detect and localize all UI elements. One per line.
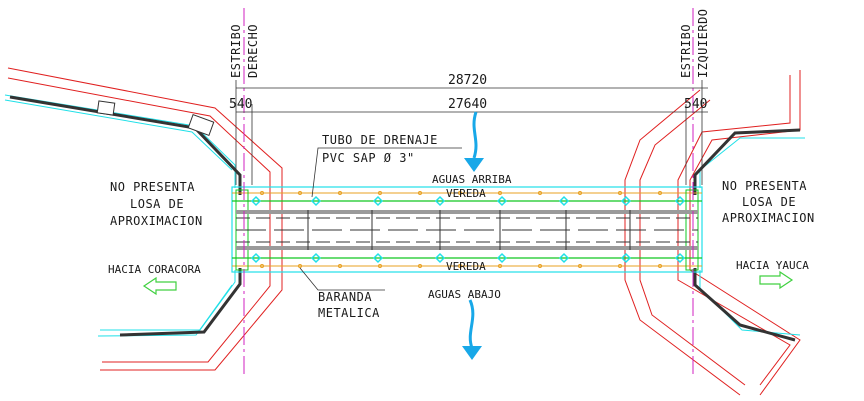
leader-lines (299, 147, 462, 291)
downstream-arrow-icon (462, 299, 482, 360)
right-note-line-3: APROXIMACION (722, 211, 815, 225)
right-approach-red-outer (689, 70, 801, 396)
bridge-deck (231, 186, 703, 273)
dim-right-offset: 540 (684, 97, 707, 112)
left-drain-block-1 (96, 100, 116, 116)
drain-label-1: TUBO DE DRENAJE (322, 133, 438, 147)
right-wingwall-bottom (693, 268, 796, 342)
dimension-lines (235, 80, 708, 185)
left-road-edge-bottom (100, 270, 236, 331)
dim-left-offset: 540 (229, 97, 252, 112)
railing-label-1: BARANDA (318, 290, 372, 304)
right-direction-label: HACIA YAUCA (736, 259, 809, 272)
right-abutment-label-2: IZQUIERDO (696, 8, 710, 78)
right-road-edge-top (699, 137, 805, 188)
right-wingwall-top (693, 128, 801, 195)
diaphragms (307, 210, 631, 250)
deck-outline-cyan (231, 186, 703, 273)
railing-label-2: METALICA (318, 306, 380, 320)
sidewalk-bottom-label: VEREDA (446, 260, 486, 273)
left-abutment-label-1: ESTRIBO (229, 24, 243, 78)
drain-label-2: PVC SAP Ø 3" (322, 151, 415, 165)
left-wingwall-bottom (119, 268, 242, 337)
right-approach-red-inner (677, 75, 791, 386)
dim-span: 27640 (448, 97, 487, 112)
left-approach (4, 67, 283, 371)
left-note-line-3: APROXIMACION (110, 214, 203, 228)
left-drain-block-2 (187, 114, 215, 136)
upstream-arrow-icon (464, 111, 484, 172)
railing-circles (260, 191, 662, 268)
right-note-line-1: NO PRESENTA (722, 179, 807, 193)
dim-total: 28720 (448, 73, 487, 88)
left-road-edge-bottom-2 (97, 284, 233, 337)
right-direction-arrow-icon (759, 270, 794, 290)
left-direction-label: HACIA CORACORA (108, 263, 201, 276)
left-note-line-1: NO PRESENTA (110, 180, 195, 194)
sidewalk-top-label: VEREDA (446, 187, 486, 200)
left-note-line-2: LOSA DE (130, 197, 184, 211)
left-approach-red-outer (7, 67, 283, 371)
left-approach-red-inner (7, 77, 271, 363)
downstream-label: AGUAS ABAJO (428, 288, 501, 301)
upstream-label: AGUAS ARRIBA (432, 173, 512, 186)
left-road-edge-top (4, 94, 236, 188)
right-note-line-2: LOSA DE (742, 195, 796, 209)
left-abutment-label-2: DERECHO (246, 24, 260, 78)
left-direction-arrow-icon (142, 276, 177, 296)
right-approach (624, 70, 805, 396)
right-abutment-label-1: ESTRIBO (679, 24, 693, 78)
left-road-edge-top-2 (4, 99, 233, 171)
railing-posts (250, 195, 686, 264)
